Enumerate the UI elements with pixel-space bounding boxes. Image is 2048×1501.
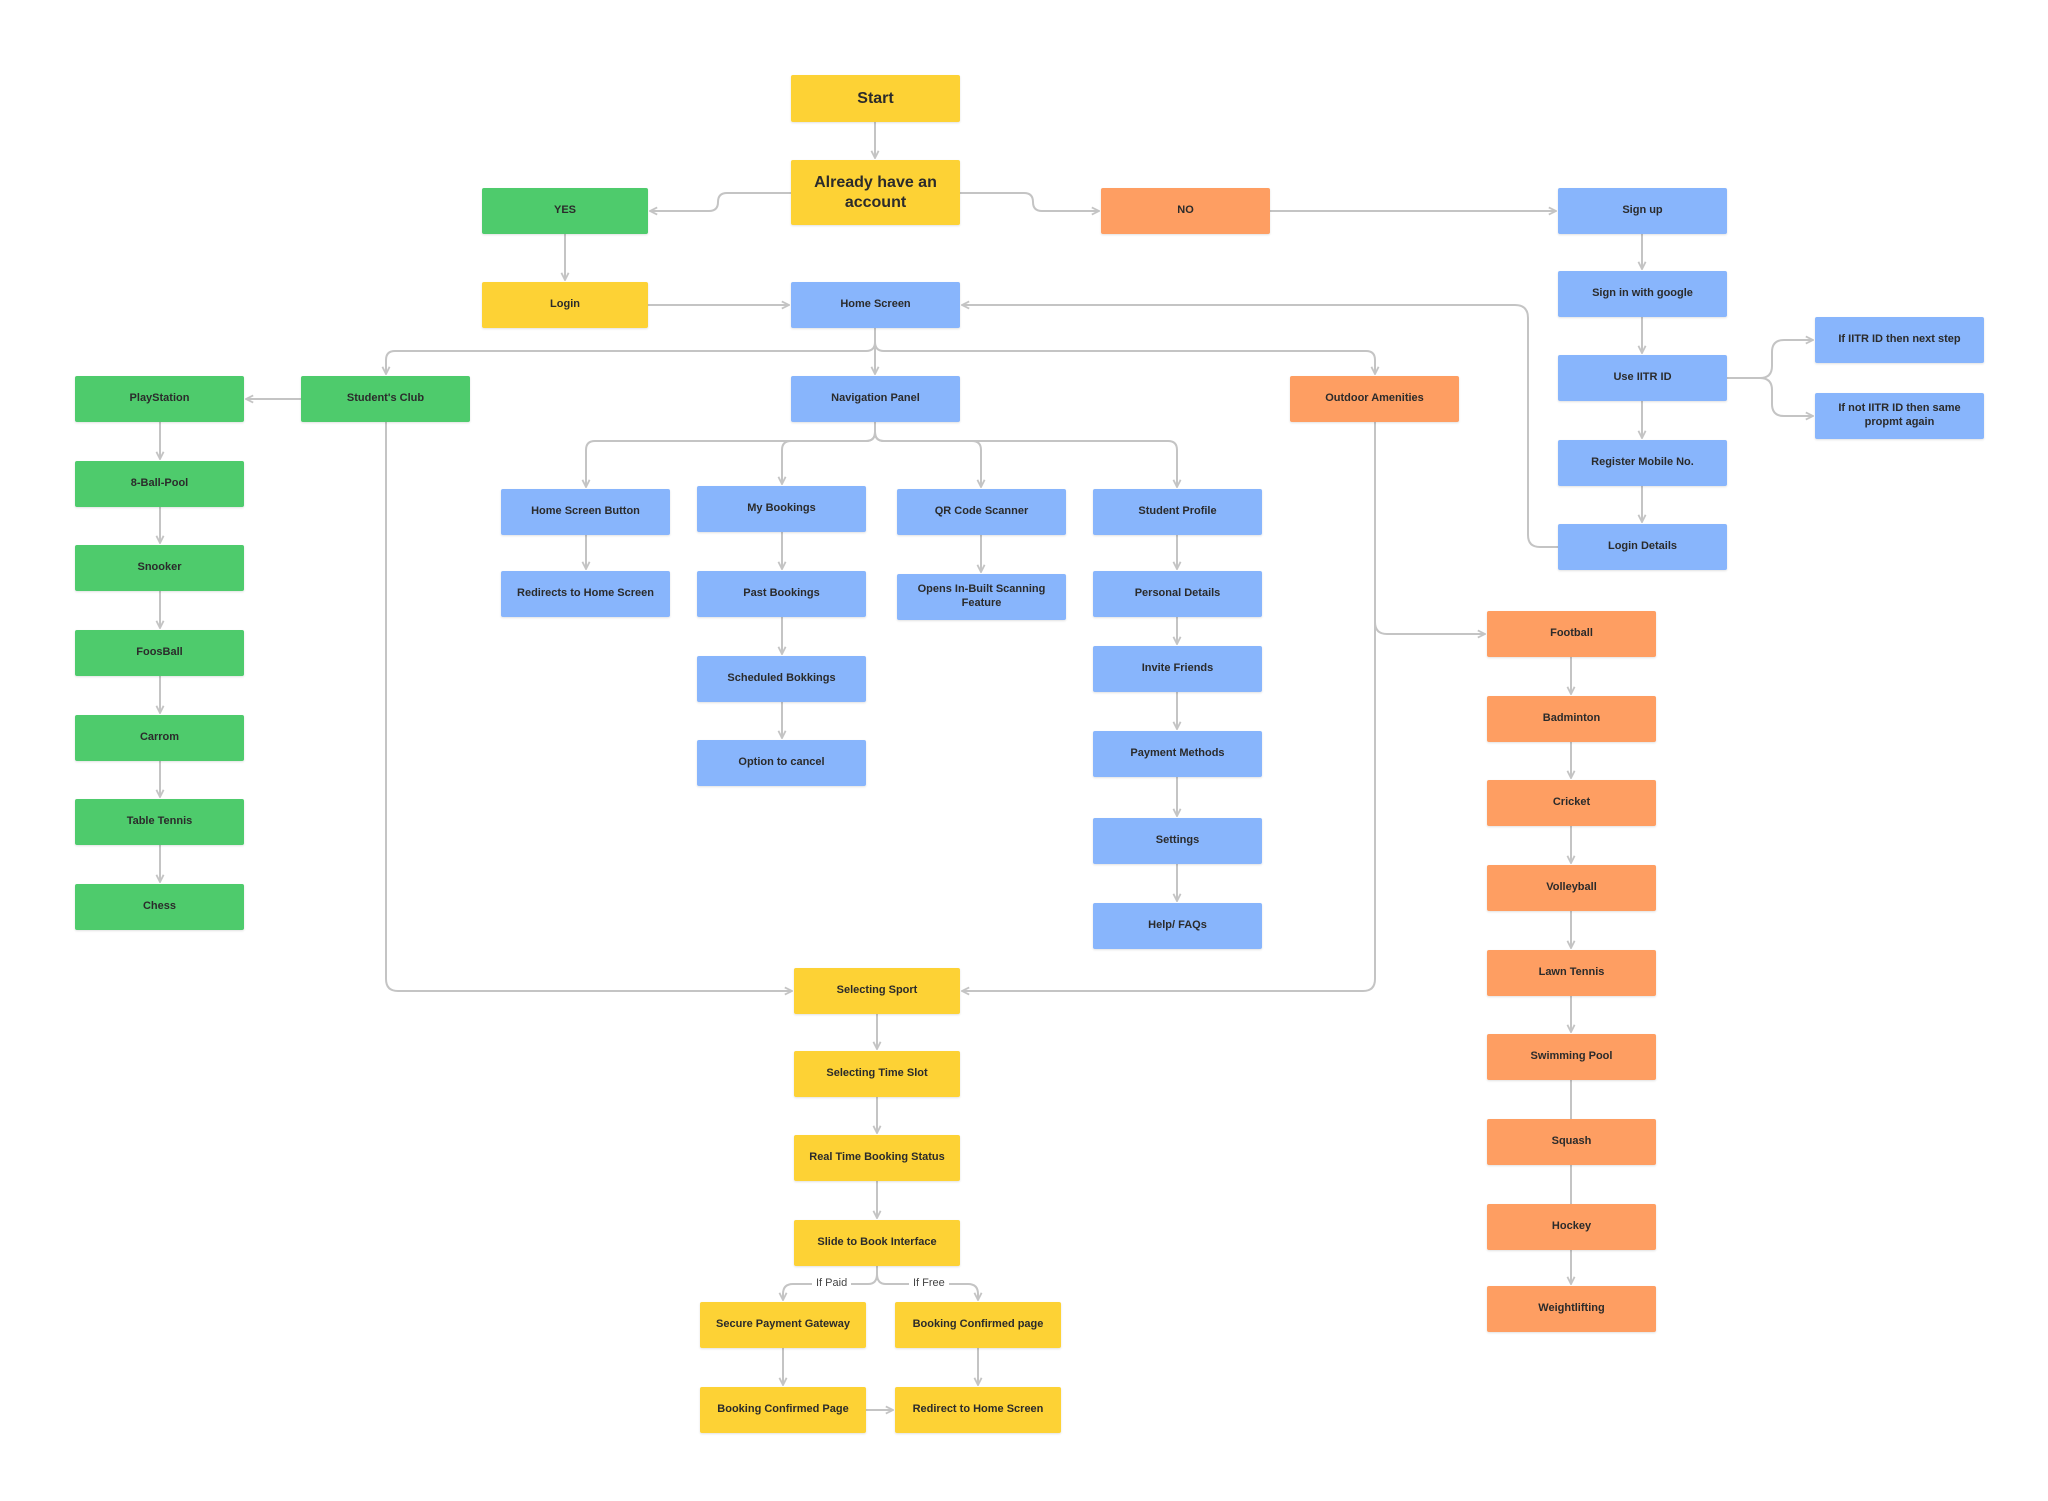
node-booking-confirmed-free: Booking Confirmed page [895,1302,1061,1348]
node-cricket: Cricket [1487,780,1656,826]
connector-iitr-to-next [1727,340,1813,379]
node-badminton: Badminton [1487,696,1656,742]
connector-nav-to-qr [874,422,981,487]
node-past-bookings: Past Bookings [697,571,866,617]
node-real-time-status: Real Time Booking Status [794,1135,960,1181]
node-weightlifting: Weightlifting [1487,1286,1656,1332]
node-student-profile: Student Profile [1093,489,1262,535]
node-selecting-sport: Selecting Sport [794,968,960,1014]
connector-already-to-no [960,192,1099,211]
node-carrom: Carrom [75,715,244,761]
node-scanning-feature: Opens In-Built Scanning Feature [897,574,1066,620]
connector-nav-to-profile [874,422,1177,487]
node-sign-up: Sign up [1558,188,1727,234]
node-scheduled-bookings: Scheduled Bokkings [697,656,866,702]
connector-nav-to-hsbtn [586,422,876,487]
connector-iitr-to-again [1727,377,1813,416]
node-invite-friends: Invite Friends [1093,646,1262,692]
edge-label-if-paid: If Paid [812,1277,852,1289]
edge-label-if-free: If Free [909,1277,949,1289]
node-help-faqs: Help/ FAQs [1093,903,1262,949]
node-booking-confirmed-paid: Booking Confirmed Page [700,1387,866,1433]
node-no: NO [1101,188,1270,234]
node-chess: Chess [75,884,244,930]
node-use-iitr-id: Use IITR ID [1558,355,1727,401]
node-sign-in-google: Sign in with google [1558,271,1727,317]
node-redirect-home: Redirect to Home Screen [895,1387,1061,1433]
node-iitr-prompt-again: If not IITR ID then same propmt again [1815,393,1984,439]
node-already-have-account: Already have an account [791,160,960,225]
node-my-bookings: My Bookings [697,486,866,532]
node-qr-scanner: QR Code Scanner [897,489,1066,535]
node-redirects-home: Redirects to Home Screen [501,571,670,617]
node-playstation: PlayStation [75,376,244,422]
node-payment-methods: Payment Methods [1093,731,1262,777]
node-login: Login [482,282,648,328]
node-start: Start [791,75,960,122]
node-volleyball: Volleyball [1487,865,1656,911]
node-squash: Squash [1487,1119,1656,1165]
node-football: Football [1487,611,1656,657]
node-register-mobile: Register Mobile No. [1558,440,1727,486]
node-8-ball-pool: 8-Ball-Pool [75,461,244,507]
node-yes: YES [482,188,648,234]
node-swimming-pool: Swimming Pool [1487,1034,1656,1080]
node-personal-details: Personal Details [1093,571,1262,617]
connector-home-to-outdoor [874,328,1375,374]
node-option-cancel: Option to cancel [697,740,866,786]
node-settings: Settings [1093,818,1262,864]
node-students-club: Student's Club [301,376,470,422]
node-snooker: Snooker [75,545,244,591]
node-login-details: Login Details [1558,524,1727,570]
connector-nav-to-mybook [782,422,876,484]
node-foosball: FoosBall [75,630,244,676]
node-hockey: Hockey [1487,1204,1656,1250]
node-outdoor-amenities: Outdoor Amenities [1290,376,1459,422]
node-home-screen: Home Screen [791,282,960,328]
node-iitr-next-step: If IITR ID then next step [1815,317,1984,363]
node-table-tennis: Table Tennis [75,799,244,845]
node-home-screen-button: Home Screen Button [501,489,670,535]
node-secure-payment: Secure Payment Gateway [700,1302,866,1348]
node-navigation-panel: Navigation Panel [791,376,960,422]
node-selecting-time-slot: Selecting Time Slot [794,1051,960,1097]
connector-home-to-club [386,328,876,374]
connector-already-to-yes [650,192,791,211]
node-lawn-tennis: Lawn Tennis [1487,950,1656,996]
node-slide-to-book: Slide to Book Interface [794,1220,960,1266]
connector-outdoor-to-football [1374,422,1485,634]
